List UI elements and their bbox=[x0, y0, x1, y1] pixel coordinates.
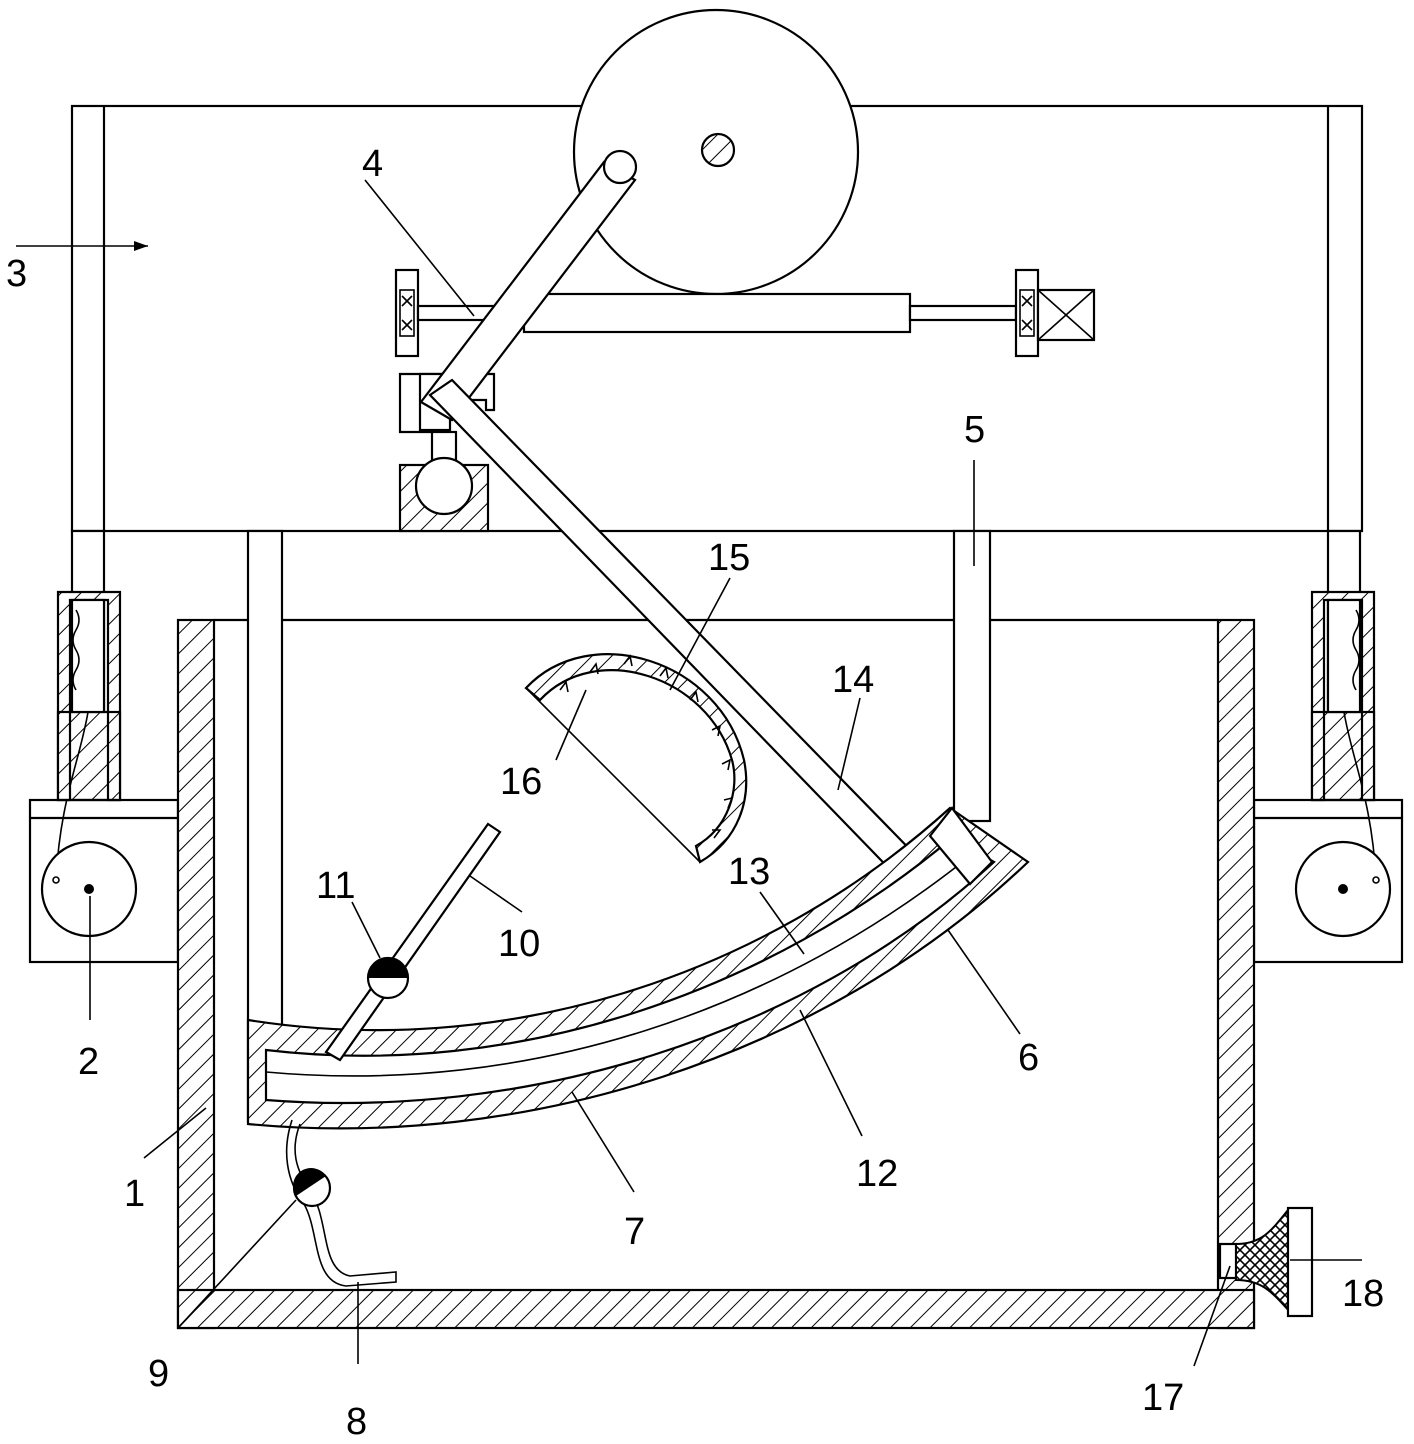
label-6: 6 bbox=[1018, 1037, 1039, 1079]
label-14: 14 bbox=[832, 659, 874, 701]
arc-scraper bbox=[524, 653, 748, 864]
label-2: 2 bbox=[78, 1041, 99, 1083]
right-sleeve bbox=[1310, 590, 1377, 881]
part-labels: 3 4 5 15 14 16 13 11 10 6 2 12 1 7 18 9 … bbox=[6, 143, 1384, 1443]
label-12: 12 bbox=[856, 1153, 898, 1195]
label-13: 13 bbox=[728, 851, 770, 893]
label-7: 7 bbox=[624, 1211, 645, 1253]
label-16: 16 bbox=[500, 761, 542, 803]
label-5: 5 bbox=[964, 409, 985, 451]
label-11: 11 bbox=[316, 865, 355, 907]
right-bracket bbox=[1252, 798, 1404, 964]
drive-wheel bbox=[572, 8, 860, 296]
guide-rail bbox=[394, 268, 1096, 358]
connecting-rod bbox=[428, 378, 932, 890]
label-18: 18 bbox=[1342, 1273, 1384, 1315]
label-10: 10 bbox=[498, 923, 540, 965]
crank-rod bbox=[419, 149, 638, 422]
left-bracket bbox=[28, 798, 180, 964]
label-4: 4 bbox=[362, 143, 383, 185]
label-1: 1 bbox=[124, 1173, 145, 1215]
curved-trough bbox=[246, 806, 1030, 1130]
label-17: 17 bbox=[1142, 1377, 1184, 1419]
left-sleeve bbox=[55, 590, 122, 881]
feed-pipe bbox=[324, 822, 502, 1062]
label-8: 8 bbox=[346, 1401, 367, 1443]
label-9: 9 bbox=[148, 1353, 169, 1395]
drain-outlet bbox=[1218, 1206, 1314, 1318]
label-3: 3 bbox=[6, 253, 27, 295]
label-15: 15 bbox=[708, 537, 750, 579]
leader-lines bbox=[16, 179, 1362, 1367]
drain-pipe bbox=[285, 1119, 397, 1287]
